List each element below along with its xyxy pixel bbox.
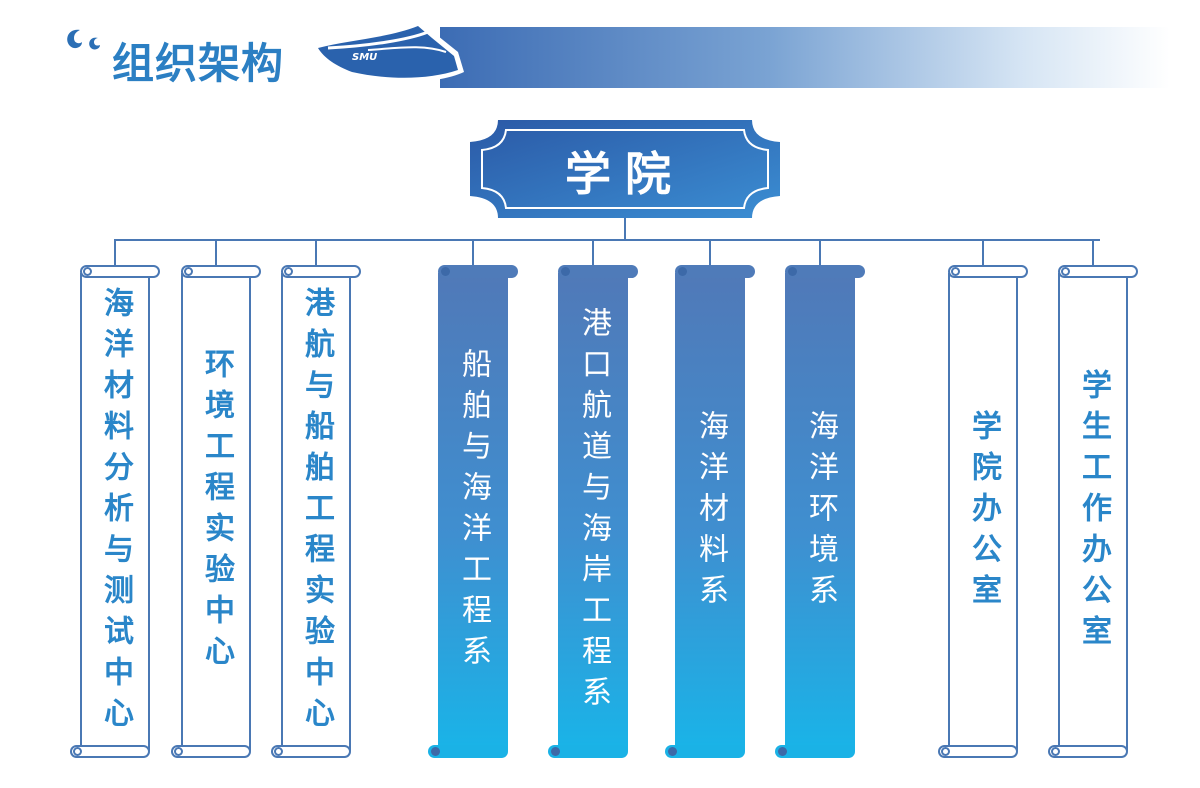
scroll-body [675, 273, 745, 751]
org-unit-label: 学生工作办公室 [1076, 368, 1111, 656]
scroll-top-roll [181, 265, 261, 278]
scroll-bottom-roll [938, 745, 1018, 758]
scroll-top-roll [1058, 265, 1138, 278]
scroll-bottom-roll [1048, 745, 1128, 758]
page-title: 组织架构 [112, 39, 285, 88]
scroll-body [785, 273, 855, 751]
scroll-curl [73, 747, 82, 756]
scroll-body [181, 273, 251, 751]
scroll-body [438, 273, 508, 751]
org-unit-label: 港口航道与海岸工程系 [576, 307, 611, 717]
org-unit-label: 港航与船舶工程实验中心 [299, 286, 334, 738]
scroll-curl [174, 747, 183, 756]
scroll-curl [678, 267, 687, 276]
org-unit-scroll: 船舶与海洋工程系 [428, 263, 520, 760]
org-unit-label-box: 海洋环境系 [785, 273, 855, 751]
scroll-curl [778, 747, 787, 756]
scroll-curl [941, 747, 950, 756]
connector-branch [472, 240, 474, 266]
org-unit-label: 海洋环境系 [803, 409, 838, 615]
ship-logo-text: SMU [352, 52, 377, 63]
org-unit-label: 环境工程实验中心 [199, 348, 234, 676]
scroll-curl [951, 267, 960, 276]
scroll-bottom-roll [70, 745, 150, 758]
scroll-body [80, 273, 150, 751]
org-unit-label-box: 学生工作办公室 [1058, 273, 1128, 751]
scroll-body [558, 273, 628, 751]
scroll-curl [274, 747, 283, 756]
org-unit-label: 学院办公室 [966, 409, 1001, 615]
org-unit-scroll: 港航与船舶工程实验中心 [271, 263, 363, 760]
scroll-top-roll [80, 265, 160, 278]
scroll-top-roll [675, 265, 755, 278]
connector-branch [592, 240, 594, 266]
scroll-bottom-roll [171, 745, 251, 758]
org-unit-label-box: 学院办公室 [948, 273, 1018, 751]
scroll-curl [284, 267, 293, 276]
scroll-top-roll [438, 265, 518, 278]
org-unit-scroll: 学生工作办公室 [1048, 263, 1140, 760]
org-unit-label: 海洋材料系 [693, 409, 728, 615]
scroll-curl [83, 267, 92, 276]
scroll-top-roll [281, 265, 361, 278]
scroll-curl [561, 267, 570, 276]
scroll-bottom-roll [428, 745, 508, 758]
connector-branch [315, 240, 317, 266]
scroll-curl [184, 267, 193, 276]
org-unit-scroll: 海洋环境系 [775, 263, 867, 760]
org-unit-label: 船舶与海洋工程系 [456, 348, 491, 676]
org-unit-label-box: 船舶与海洋工程系 [438, 273, 508, 751]
org-unit-scroll: 海洋材料分析与测试中心 [70, 263, 162, 760]
scroll-top-roll [948, 265, 1028, 278]
scroll-curl [788, 267, 797, 276]
org-unit-label: 海洋材料分析与测试中心 [98, 286, 133, 738]
org-unit-label-box: 港口航道与海岸工程系 [558, 273, 628, 751]
connector-branch [982, 240, 984, 266]
root-node-badge [470, 120, 780, 218]
scroll-bottom-roll [775, 745, 855, 758]
connector-bus [114, 239, 1100, 241]
scroll-body [1058, 273, 1128, 751]
scroll-curl [1061, 267, 1070, 276]
wave-icon [62, 26, 106, 64]
scroll-body [948, 273, 1018, 751]
scroll-curl [431, 747, 440, 756]
scroll-top-roll [558, 265, 638, 278]
scroll-curl [441, 267, 450, 276]
connector-branch [114, 240, 116, 266]
connector-branch [215, 240, 217, 266]
scroll-curl [668, 747, 677, 756]
org-unit-scroll: 港口航道与海岸工程系 [548, 263, 640, 760]
connector-trunk [624, 218, 626, 241]
scroll-bottom-roll [665, 745, 745, 758]
connector-branch [1092, 240, 1094, 266]
root-node-label: 学院 [565, 147, 685, 201]
org-unit-label-box: 海洋材料系 [675, 273, 745, 751]
org-unit-scroll: 学院办公室 [938, 263, 1030, 760]
org-unit-label-box: 海洋材料分析与测试中心 [80, 273, 150, 751]
scroll-bottom-roll [548, 745, 628, 758]
scroll-curl [1051, 747, 1060, 756]
scroll-body [281, 273, 351, 751]
scroll-curl [551, 747, 560, 756]
connector-branch [709, 240, 711, 266]
connector-branch [819, 240, 821, 266]
header-gradient-bar [440, 27, 1170, 88]
scroll-top-roll [785, 265, 865, 278]
scroll-bottom-roll [271, 745, 351, 758]
org-unit-scroll: 海洋材料系 [665, 263, 757, 760]
org-unit-label-box: 港航与船舶工程实验中心 [281, 273, 351, 751]
org-unit-scroll: 环境工程实验中心 [171, 263, 263, 760]
org-unit-label-box: 环境工程实验中心 [181, 273, 251, 751]
ship-logo: SMU [308, 14, 468, 94]
